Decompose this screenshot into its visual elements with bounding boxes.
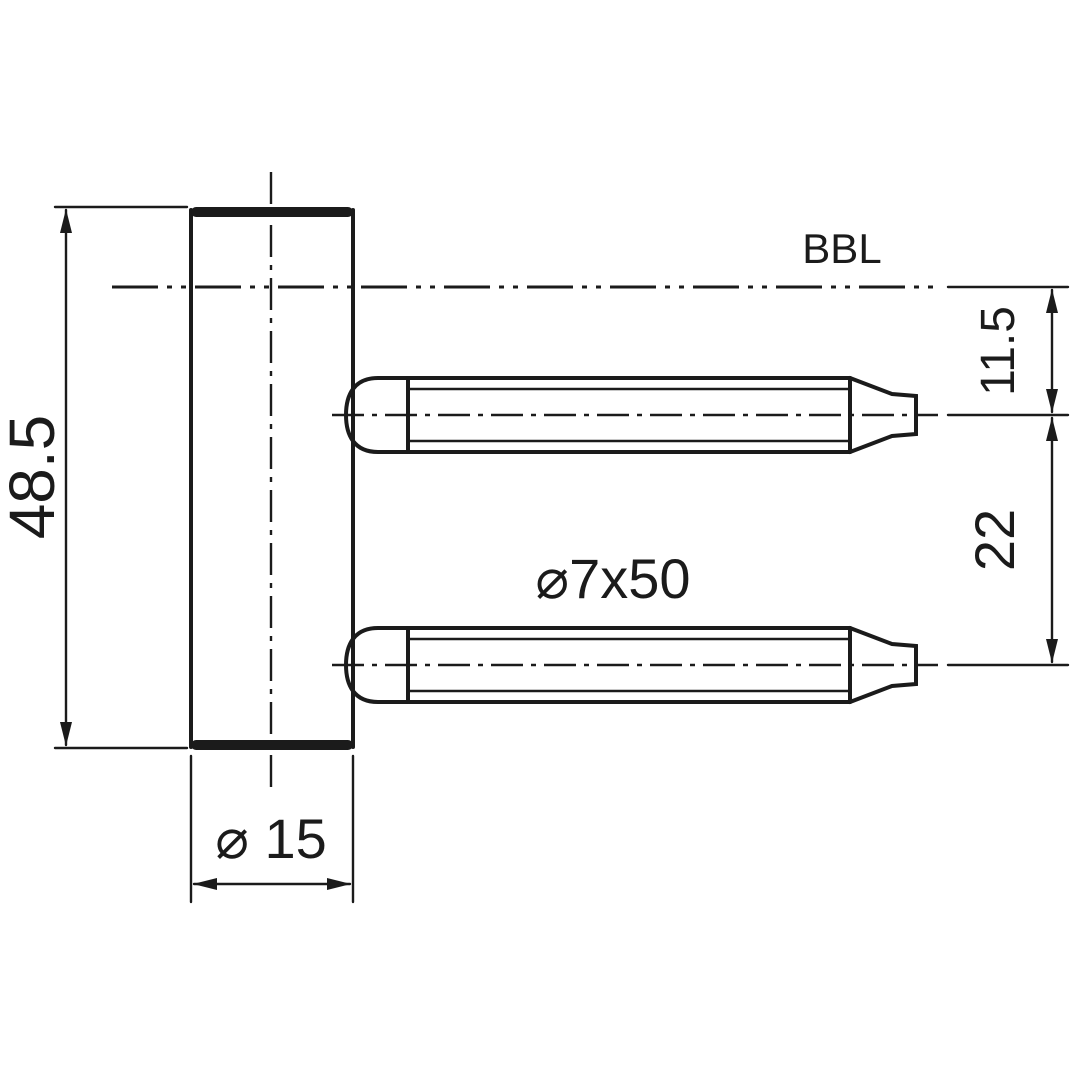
pin-lower — [332, 626, 938, 704]
pin-spacing-arrow-down-icon — [1046, 639, 1058, 663]
pin-upper-collar — [343, 376, 410, 454]
diameter-arrow-left-icon — [193, 878, 217, 890]
dimension-pin-spacing: 22 — [946, 416, 1070, 667]
pin-size-label: ⌀7x50 — [535, 547, 690, 610]
bbl-to-pin-arrow-up-icon — [1046, 289, 1058, 313]
dimension-bbl-to-pin: 11.5 — [946, 285, 1070, 417]
pin-spacing-dimension-label: 22 — [963, 509, 1026, 571]
pin-upper-tip — [848, 376, 918, 454]
pin-spacing-arrow-up-icon — [1046, 417, 1058, 441]
bbl-to-pin-dimension-label: 11.5 — [972, 306, 1025, 396]
pin-lower-tip — [848, 626, 918, 704]
height-arrow-up-icon — [60, 209, 72, 233]
dimension-overall-height: 48.5 — [0, 205, 189, 750]
diameter-dimension-label: ⌀ 15 — [215, 807, 327, 870]
bbl-reference-line: BBL — [112, 225, 938, 289]
bbl-label: BBL — [802, 225, 881, 272]
diameter-arrow-right-icon — [327, 878, 351, 890]
height-arrow-down-icon — [60, 722, 72, 746]
dimension-barrel-diameter: ⌀ 15 — [189, 754, 355, 904]
hinge-barrel — [189, 207, 355, 750]
bbl-to-pin-arrow-down-icon — [1046, 389, 1058, 413]
pin-lower-collar — [343, 626, 410, 704]
height-dimension-label: 48.5 — [0, 415, 68, 540]
pin-upper — [332, 376, 938, 454]
